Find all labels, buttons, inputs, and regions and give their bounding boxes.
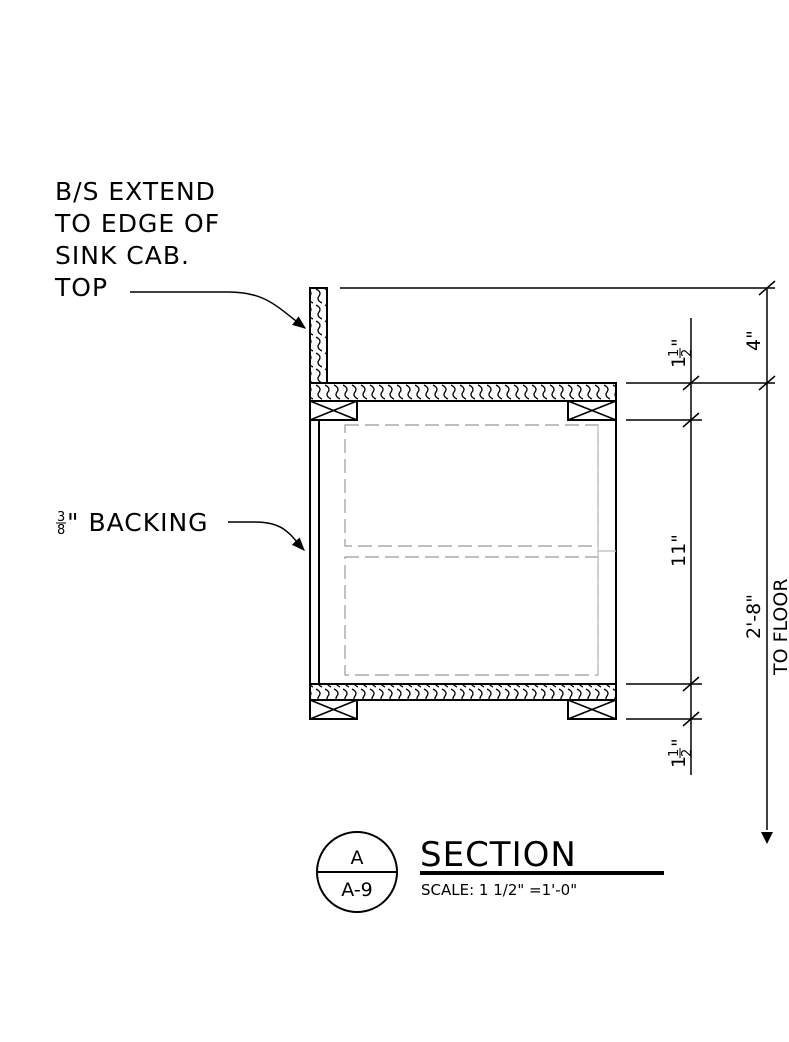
bottom-thickness-den: 2 [680,749,695,757]
dimension-lines [340,280,776,830]
backing-fraction-den: 8 [57,523,65,538]
backsplash-leader [130,291,307,329]
opening-height-dim: 11" [668,534,690,567]
section-scale: SCALE: 1 1/2" =1'-0" [421,881,577,899]
top-countertop [309,382,617,402]
bottom-panel [309,683,617,701]
bottom-thickness-unit: " [668,738,690,747]
top-thickness-unit: " [668,338,690,347]
overall-height-dim: 2'-8" [743,594,765,639]
backsplash-note-line-3: SINK CAB. [55,241,190,270]
top-thickness-dim: 1 1 2 " [667,338,695,368]
top-thickness-den: 2 [680,349,695,357]
top-blocking-right [567,400,617,421]
backsplash [309,287,328,384]
bottom-thickness-whole: 1 [668,756,690,768]
hidden-drawer-outlines [344,424,616,676]
backsplash-height-dim: 4" [743,330,765,351]
backing-panel [309,419,320,685]
bottom-blocking-left [309,699,358,720]
top-thickness-whole: 1 [668,356,690,368]
top-blocking-left [309,400,358,421]
backing-leader [228,521,305,551]
overall-height-text: 2'-8" [743,594,765,639]
backsplash-note-line-1: B/S EXTEND [55,177,216,206]
bottom-thickness-num: 1 [667,749,682,757]
section-letter: A [351,847,364,869]
overall-note-text: TO FLOOR [770,578,789,676]
sheet-reference: A-9 [341,879,373,901]
bottom-thickness-dim: 1 1 2 " [667,738,695,768]
backing-note: " BACKING [67,508,209,537]
overall-note-dim: TO FLOOR [770,578,789,676]
section-title: SECTION [420,835,577,875]
backing-fraction-num: 3 [57,510,65,525]
opening-height-text: 11" [668,534,690,567]
bottom-blocking-right [567,699,617,720]
backsplash-height-text: 4" [743,330,765,351]
backsplash-note-line-4: TOP [54,273,108,302]
backsplash-note-line-2: TO EDGE OF [54,209,220,238]
floor-arrow [761,832,773,844]
top-thickness-num: 1 [667,349,682,357]
